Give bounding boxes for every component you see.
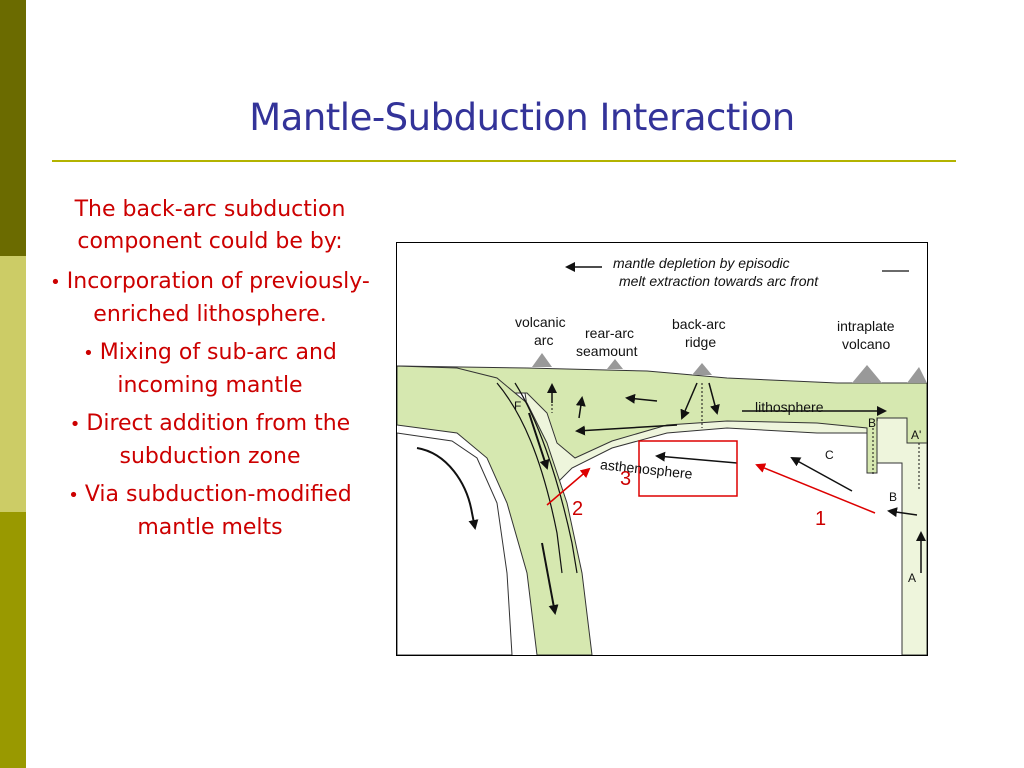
melt-arrow [575, 396, 586, 419]
highlight-box [638, 440, 738, 497]
bullet-item: •Mixing of sub-arc and incoming mantle [40, 337, 380, 402]
label-A: A [908, 571, 917, 585]
label-num-3: 3 [620, 468, 632, 490]
bullet-text: Incorporation of previously-enriched lit… [66, 269, 370, 327]
red-arrow-1 [755, 463, 876, 514]
caption-line-2: melt extraction towards arc front [619, 273, 819, 289]
flow-arrow [887, 507, 918, 518]
slab-arrow [528, 412, 550, 470]
flow-arrow [708, 382, 720, 415]
label-intraplate-1: intraplate [837, 318, 895, 334]
caption-line-1: mantle depletion by episodic [613, 255, 790, 271]
flow-arrow [655, 451, 738, 464]
slab-arrow [541, 542, 559, 615]
label-volcanic-arc-2: arc [534, 332, 554, 348]
label-rear-arc-2: seamount [576, 343, 638, 359]
label-intraplate-2: volcano [842, 336, 891, 352]
label-volcanic-arc-1: volcanic [515, 314, 566, 330]
subducting-slab [397, 365, 593, 655]
slab-line [514, 382, 578, 574]
flow-arrow [790, 457, 853, 492]
intro-text: The back-arc subduction component could … [74, 197, 346, 254]
diagram-svg [397, 262, 927, 655]
side-bar-middle [0, 256, 26, 512]
label-C: C [825, 448, 834, 462]
slide-title: Mantle-Subduction Interaction [249, 96, 795, 139]
body-text: The back-arc subduction component could … [40, 194, 380, 550]
label-F: F [514, 399, 522, 413]
intraplate-volcano [852, 365, 882, 383]
slab-line [496, 382, 563, 574]
bullet-dot: • [83, 343, 94, 364]
rear-arc-seamount [607, 359, 623, 369]
side-bar-top [0, 0, 26, 256]
back-arc-ridge-volcano [692, 363, 712, 375]
red-arrow-2 [546, 467, 591, 506]
label-rear-arc-1: rear-arc [585, 325, 635, 341]
bullet-text: Mixing of sub-arc and incoming mantle [99, 340, 337, 398]
flow-arrow [575, 424, 678, 436]
flow-arrow [625, 393, 658, 404]
slab-inner-mantle [397, 432, 513, 655]
bullet-item: •Incorporation of previously-enriched li… [40, 266, 380, 331]
title-divider [52, 160, 956, 162]
bullet-dot: • [69, 414, 81, 435]
label-num-2: 2 [572, 498, 584, 520]
label-back-arc-1: back-arc [672, 316, 726, 332]
label-A-prime: A' [911, 428, 922, 442]
bullet-item: •Via subduction-modified mantle melts [40, 479, 380, 544]
subduction-diagram: mantle depletion by episodic melt extrac… [396, 242, 928, 656]
bullet-text: Via subduction-modified mantle melts [84, 482, 352, 540]
inner-flow [416, 447, 479, 530]
overriding-plate [397, 365, 927, 474]
label-B-prime: B' [868, 416, 879, 430]
label-B: B [889, 490, 898, 504]
bullet-item: •Direct addition from the subduction zon… [40, 408, 380, 473]
label-lithosphere: lithosphere [755, 399, 824, 415]
side-bar-bottom [0, 512, 26, 768]
label-back-arc-2: ridge [685, 334, 717, 350]
volcanic-arc-volcano [532, 353, 552, 367]
bullet-text: Direct addition from the subduction zone [86, 411, 351, 469]
flow-arrow [680, 382, 698, 420]
intraplate-volcano [907, 367, 927, 383]
bullet-dot: • [50, 272, 61, 293]
label-num-1: 1 [815, 508, 827, 530]
bullet-dot: • [68, 485, 79, 506]
